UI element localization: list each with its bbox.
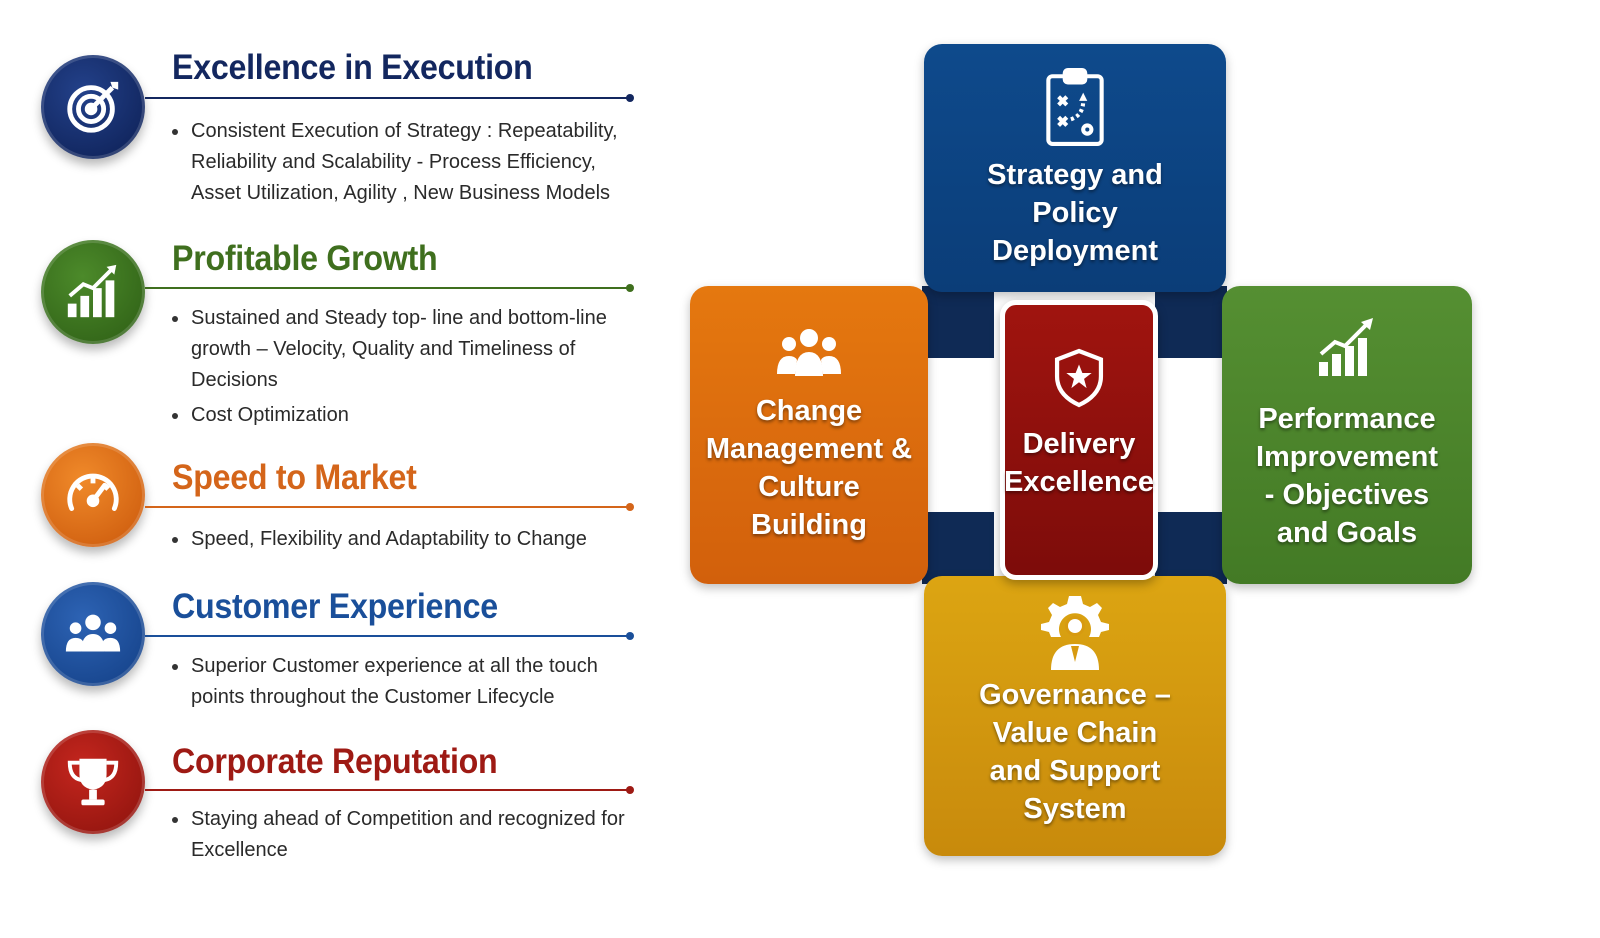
target-icon bbox=[41, 55, 145, 159]
corner-filler bbox=[922, 512, 994, 584]
speedometer-icon bbox=[41, 443, 145, 547]
corner-filler bbox=[1155, 286, 1227, 358]
item-title: Excellence in Execution bbox=[172, 48, 533, 87]
item-title: Speed to Market bbox=[172, 458, 417, 497]
item-title: Profitable Growth bbox=[172, 239, 438, 278]
item-profitable-growth: Profitable Growth Sustained and Steady t… bbox=[0, 0, 660, 440]
shield-star-icon bbox=[1054, 348, 1104, 408]
divider bbox=[145, 786, 634, 794]
bullet-list: Speed, Flexibility and Adaptability to C… bbox=[170, 524, 640, 555]
item-speed-to-market: Speed to Market Speed, Flexibility and A… bbox=[0, 0, 660, 560]
bullet: Cost Optimization bbox=[170, 400, 640, 431]
bullet-list: Staying ahead of Competition and recogni… bbox=[170, 804, 640, 866]
item-customer-experience: Customer Experience Superior Customer ex… bbox=[0, 0, 660, 720]
tile-label: Delivery Excellence bbox=[1004, 428, 1154, 498]
tile-strategy-policy-deployment: Strategy and Policy Deployment bbox=[924, 44, 1226, 292]
tile-label: Strategy and Policy Deployment bbox=[987, 159, 1163, 267]
bullet: Superior Customer experience at all the … bbox=[170, 651, 640, 713]
tile-delivery-excellence: Delivery Excellence bbox=[1000, 300, 1158, 580]
divider bbox=[145, 94, 634, 102]
item-title: Customer Experience bbox=[172, 587, 498, 626]
corner-filler bbox=[922, 286, 994, 358]
trophy-icon bbox=[41, 730, 145, 834]
people-icon bbox=[41, 582, 145, 686]
item-excellence-in-execution: Excellence in Execution Consistent Execu… bbox=[0, 0, 660, 230]
tile-change-management: Change Management & Culture Building bbox=[690, 286, 928, 584]
tile-label: Governance – Value Chain and Support Sys… bbox=[979, 679, 1171, 825]
tile-label: Change Management & Culture Building bbox=[705, 395, 913, 541]
clipboard-strategy-icon bbox=[1046, 68, 1104, 146]
bullet-list: Sustained and Steady top- line and botto… bbox=[170, 303, 640, 431]
divider bbox=[145, 284, 634, 292]
item-title: Corporate Reputation bbox=[172, 742, 498, 781]
growth-chart-icon bbox=[41, 240, 145, 344]
people-icon bbox=[777, 329, 841, 376]
bullet-list: Superior Customer experience at all the … bbox=[170, 651, 640, 713]
corner-filler bbox=[1155, 512, 1227, 584]
bullet-list: Consistent Execution of Strategy : Repea… bbox=[170, 116, 640, 209]
growth-chart-icon bbox=[1319, 318, 1373, 376]
item-corporate-reputation: Corporate Reputation Staying ahead of Co… bbox=[0, 0, 660, 880]
gear-person-icon bbox=[1041, 596, 1109, 670]
tile-performance-improvement: Performance Improvement - Objectives and… bbox=[1222, 286, 1472, 584]
tile-governance: Governance – Value Chain and Support Sys… bbox=[924, 576, 1226, 856]
divider bbox=[145, 632, 634, 640]
divider bbox=[145, 503, 634, 511]
bullet: Staying ahead of Competition and recogni… bbox=[170, 804, 640, 866]
bullet: Sustained and Steady top- line and botto… bbox=[170, 303, 640, 396]
tile-label: Performance Improvement - Objectives and… bbox=[1255, 403, 1439, 549]
bullet: Consistent Execution of Strategy : Repea… bbox=[170, 116, 640, 209]
bullet: Speed, Flexibility and Adaptability to C… bbox=[170, 524, 640, 555]
